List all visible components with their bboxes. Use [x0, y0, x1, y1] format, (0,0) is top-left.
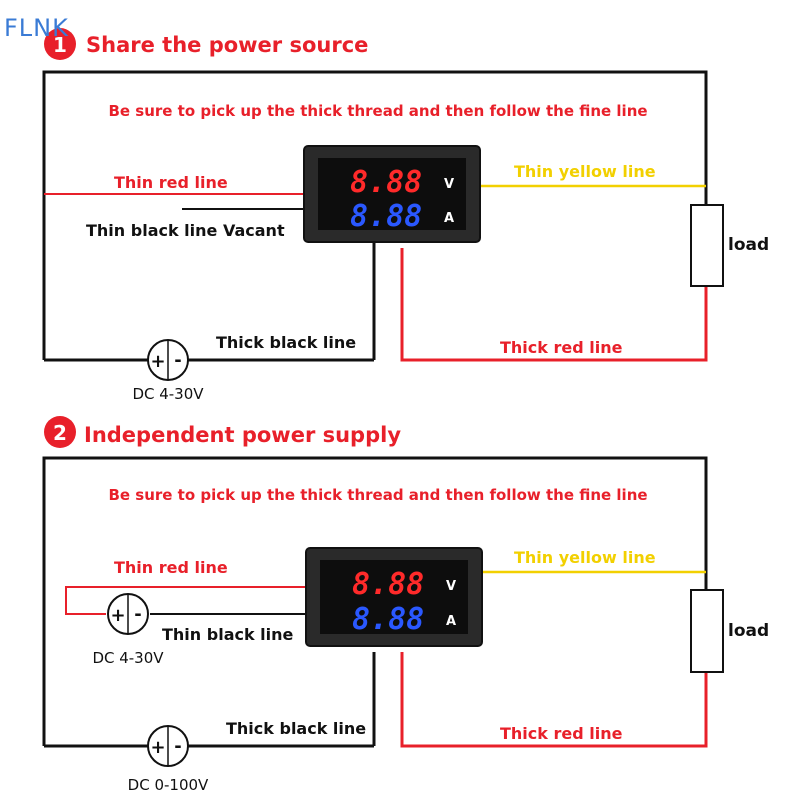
section-1-thin-red-label: Thin red line — [114, 173, 228, 192]
section-2-meter-top-unit: V — [446, 579, 456, 594]
section-2-thick-red-wire — [400, 652, 708, 748]
section-1-load-label: load — [728, 235, 769, 255]
section-1-source-label: DC 4-30V — [132, 385, 204, 403]
section-2-thin-black-label: Thin black line — [162, 625, 294, 644]
section-1-outer-black-wire — [42, 70, 708, 360]
section-2: 2 Independent power supply load 8.88 8.8… — [42, 416, 769, 794]
section-1-meter-bottom-unit: A — [444, 211, 454, 226]
section-2-meter: 8.88 8.88 V A — [305, 547, 483, 647]
watermark: FLNK — [4, 14, 69, 42]
section-1-meter: 8.88 8.88 V A — [303, 145, 481, 243]
section-1-note: Be sure to pick up the thick thread and … — [108, 102, 647, 120]
section-2-meter-top-digits: 8.88 — [352, 567, 424, 602]
section-2-number: 2 — [53, 421, 67, 445]
section-2-note: Be sure to pick up the thick thread and … — [108, 486, 647, 504]
section-2-thin-red-wire — [65, 586, 312, 615]
section-2-outer-black-wire — [42, 456, 708, 746]
section-2-badge — [44, 416, 76, 448]
section-2-load-label: load — [728, 621, 769, 641]
section-1-source-plus: + — [150, 351, 165, 372]
section-2-load-resistor — [690, 589, 724, 673]
section-1-thick-red-wire — [400, 248, 708, 362]
section-1-thin-yellow-label: Thin yellow line — [514, 162, 656, 181]
section-2-small-source-minus: - — [134, 604, 141, 625]
section-1-thick-red-label: Thick red line — [500, 338, 623, 357]
section-2-thin-red-label: Thin red line — [114, 558, 228, 577]
section-2-small-source-plus: + — [110, 605, 125, 626]
section-2-power-source: + - — [147, 725, 189, 767]
section-2-thick-red-label: Thick red line — [500, 724, 623, 743]
section-1-thick-black-label: Thick black line — [216, 333, 356, 352]
section-1-power-source: + - — [147, 339, 189, 381]
section-2-meter-bottom-digits: 8.88 — [352, 602, 424, 637]
section-2-thick-black-label: Thick black line — [226, 719, 366, 738]
section-1-meter-top-digits: 8.88 — [350, 165, 422, 200]
section-1-meter-top-unit: V — [444, 177, 454, 192]
section-1-meter-bottom-digits: 8.88 — [350, 199, 422, 234]
section-2-thin-yellow-label: Thin yellow line — [514, 548, 656, 567]
section-1-thin-black-label: Thin black line Vacant — [86, 221, 285, 240]
section-1-badge — [44, 28, 76, 60]
section-1-title: Share the power source — [86, 33, 368, 57]
section-2-source-label: DC 0-100V — [128, 776, 209, 794]
section-1: 1 Share the power source load 8.88 8.88 … — [42, 28, 769, 403]
section-2-small-power-source: + - — [107, 593, 149, 635]
section-1-number: 1 — [53, 33, 67, 57]
section-2-meter-bottom-unit: A — [446, 614, 456, 629]
section-2-title: Independent power supply — [84, 423, 401, 447]
section-2-small-source-label: DC 4-30V — [92, 649, 164, 667]
section-1-load-resistor — [690, 204, 724, 287]
section-2-source-minus: - — [174, 736, 181, 757]
section-1-source-minus: - — [174, 350, 181, 371]
section-2-source-plus: + — [150, 737, 165, 758]
